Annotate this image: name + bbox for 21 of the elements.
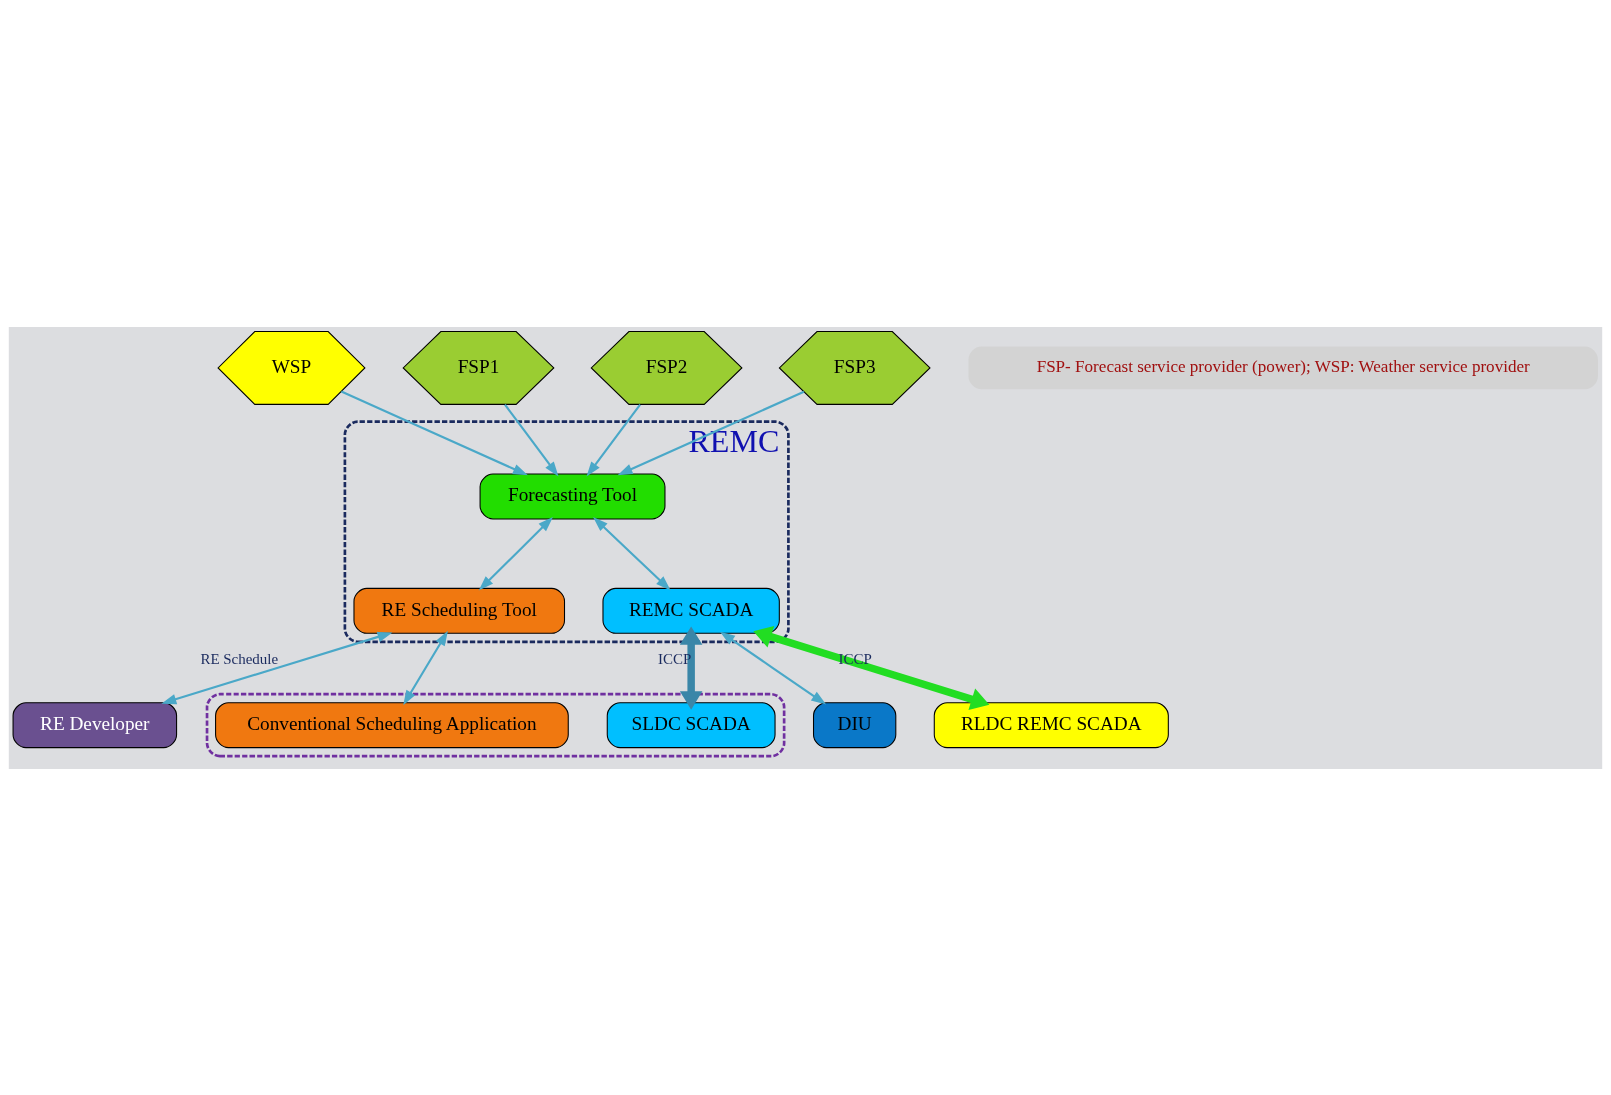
label: FSP- Forecast service provider (power); WSP: Weather service provider [1036,356,1530,376]
node-box: RE Scheduling Tool [353,587,566,634]
arrow [586,403,641,477]
node-box: RE Developer [12,701,178,748]
node-box: SLDC SCADA [606,701,776,748]
arrow [340,389,528,475]
arrow [617,390,805,475]
arrow [593,516,671,590]
arrow [478,516,553,590]
edge-label: RE Schedule [200,650,279,667]
arrow [403,630,448,705]
node-box: Conventional Scheduling Application [215,701,569,748]
arrow [720,631,827,705]
arrow [679,625,703,710]
node-box: RLDC REMC SCADA [933,701,1169,748]
arrow [753,625,990,710]
node-box: DIU [813,701,897,748]
arrow [504,403,559,477]
arrow [161,631,393,704]
node-box: REMC SCADA [602,587,780,634]
node-box: Forecasting Tool [479,473,666,519]
